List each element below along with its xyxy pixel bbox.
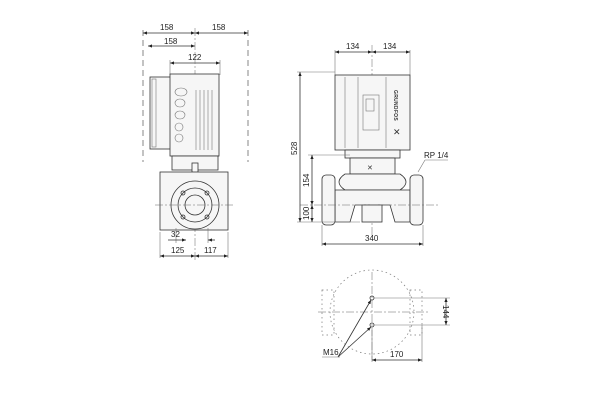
dim-side-box: 158 — [164, 37, 178, 46]
dim-front-low: 100 — [302, 206, 311, 220]
dim-side-bottom-left: 125 — [171, 246, 185, 255]
dim-front-height: 528 — [290, 141, 299, 155]
dim-side-top-right: 158 — [212, 23, 226, 32]
brand-logo: GRUNDFOS — [392, 90, 398, 121]
dim-bottom-bolts: 144 — [441, 305, 450, 319]
dim-side-motor: 122 — [188, 53, 202, 62]
outlet-flange — [409, 174, 424, 226]
dim-front-mid: 154 — [302, 173, 311, 187]
side-view: 158 158 158 122 32 125 117 — [142, 23, 249, 260]
dim-front-width: 340 — [365, 234, 379, 243]
dim-side-bottom-right: 117 — [204, 246, 217, 255]
port-label: RP 1/4 — [424, 151, 449, 160]
bottom-view: 144 170 M16 — [318, 269, 450, 362]
motor-box — [334, 74, 411, 151]
brand-x-mark: ✕ — [393, 127, 401, 137]
dim-front-right: 134 — [383, 42, 397, 51]
dim-side-port: 32 — [171, 230, 180, 239]
svg-text:✕: ✕ — [367, 165, 373, 172]
bolt-label: M16 — [323, 348, 339, 357]
front-view: 134 134 GRUNDFOS ✕ ✕ 528 154 100 340 RP … — [290, 42, 449, 246]
inlet-flange — [321, 174, 336, 226]
dim-side-top-left: 158 — [160, 23, 174, 32]
display-panel — [362, 94, 380, 131]
dim-front-left: 134 — [346, 42, 360, 51]
dim-bottom-offset: 170 — [390, 350, 404, 359]
motor — [169, 73, 220, 157]
